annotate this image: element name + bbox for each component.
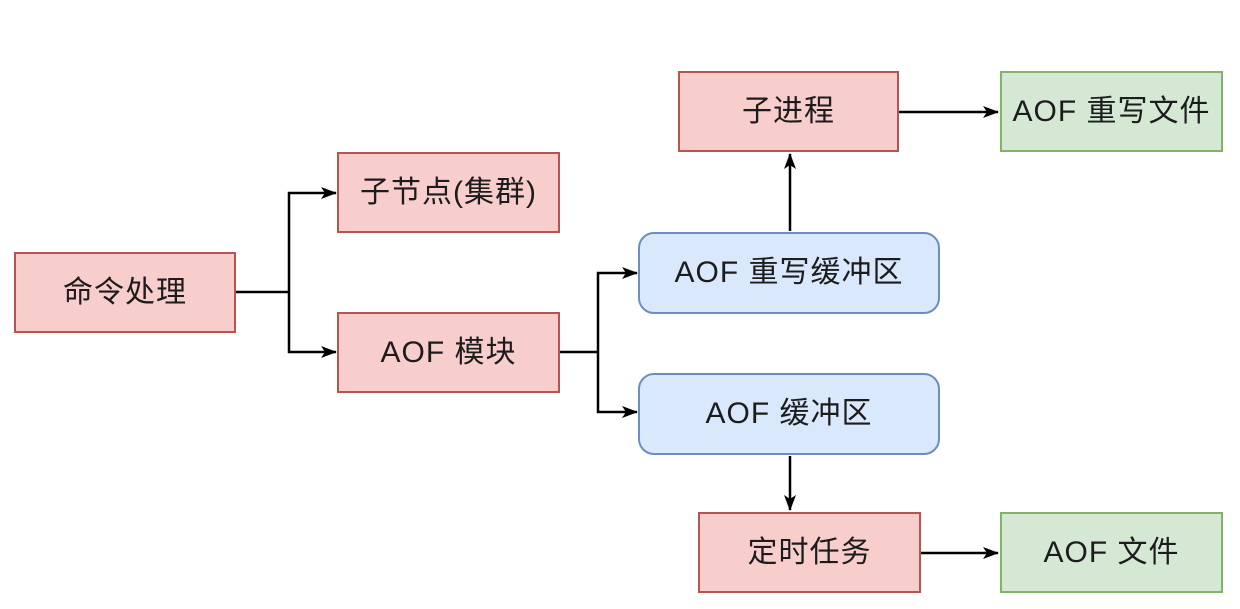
node-command-processing: 命令处理	[14, 252, 236, 333]
edge-aof-module-to-aof-buffer	[596, 352, 638, 418]
node-aof-rewrite-file: AOF 重写文件	[1000, 71, 1223, 152]
node-aof-file: AOF 文件	[1000, 512, 1223, 593]
node-aof-buffer: AOF 缓冲区	[638, 373, 940, 455]
node-aof-module: AOF 模块	[337, 312, 560, 393]
edge-aof-module-to-rewrite-buffer	[596, 267, 638, 352]
edge-command-to-child-node	[287, 187, 337, 292]
node-child-process: 子进程	[678, 71, 899, 152]
node-timer-task: 定时任务	[698, 512, 921, 593]
edge-command-to-aof-module	[287, 292, 337, 358]
node-child-node-cluster: 子节点(集群)	[337, 152, 560, 233]
node-aof-rewrite-buffer: AOF 重写缓冲区	[638, 232, 940, 314]
